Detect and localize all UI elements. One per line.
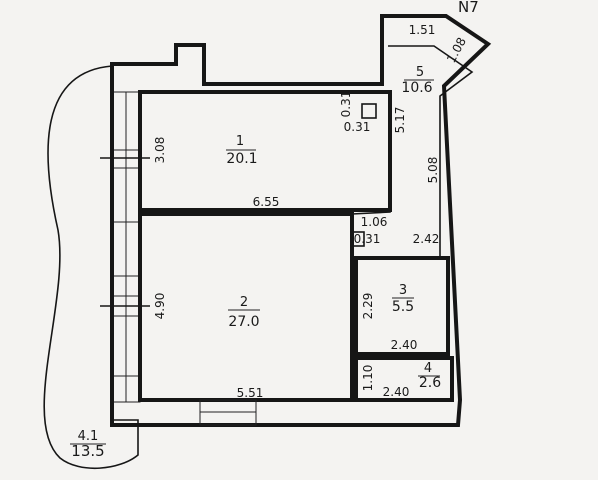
corridor-wall [351, 45, 474, 258]
dim-room4-width: 2.40 [383, 385, 410, 399]
room-5-number: 5 [416, 65, 424, 80]
balcony-number: 4.1 [78, 429, 99, 444]
notch [351, 231, 365, 247]
balcony-outline [43, 65, 139, 469]
duct-square [361, 103, 377, 119]
dim-duct-side: 0.31 [344, 120, 371, 134]
dim-corridor-diag: 1.08 [444, 35, 469, 65]
dim-corridor-upper: 5.17 [393, 107, 407, 134]
dim-room3-height: 2.29 [361, 293, 375, 320]
room-2-number: 2 [240, 295, 248, 310]
room-4-outline [354, 356, 454, 402]
room-5-area: 10.6 [401, 80, 432, 96]
corner-label: N7 [458, 0, 479, 16]
dim-notch-height: 0.31 [354, 232, 381, 246]
room-4-number: 4 [424, 361, 432, 376]
dim-corridor-bottom: 2.42 [413, 232, 440, 246]
room-1-area: 20.1 [226, 151, 257, 167]
dim-duct-top: 0.31 [339, 91, 353, 118]
room-3-outline [354, 256, 450, 356]
room-4-area: 2.6 [419, 375, 441, 391]
room-3-number: 3 [399, 283, 407, 298]
window-strip-left [100, 91, 150, 403]
dim-notch-width: 1.06 [361, 215, 388, 229]
dim-corridor-top: 1.51 [409, 23, 436, 37]
room-1-number: 1 [236, 134, 244, 149]
dim-room2-height: 4.90 [153, 293, 167, 320]
dim-room1-width: 6.55 [253, 195, 280, 209]
room-3-area: 5.5 [392, 299, 414, 315]
dim-room1-height: 3.08 [153, 137, 167, 164]
room-2-area: 27.0 [228, 314, 259, 330]
balcony-area: 13.5 [71, 442, 104, 460]
dim-corridor-right: 5.08 [426, 157, 440, 184]
door-bottom [199, 399, 257, 426]
outer-wall [110, 14, 492, 427]
dim-room2-width: 5.51 [237, 386, 264, 400]
dim-room4-height: 1.10 [361, 365, 375, 392]
dim-room3-width: 2.40 [391, 338, 418, 352]
